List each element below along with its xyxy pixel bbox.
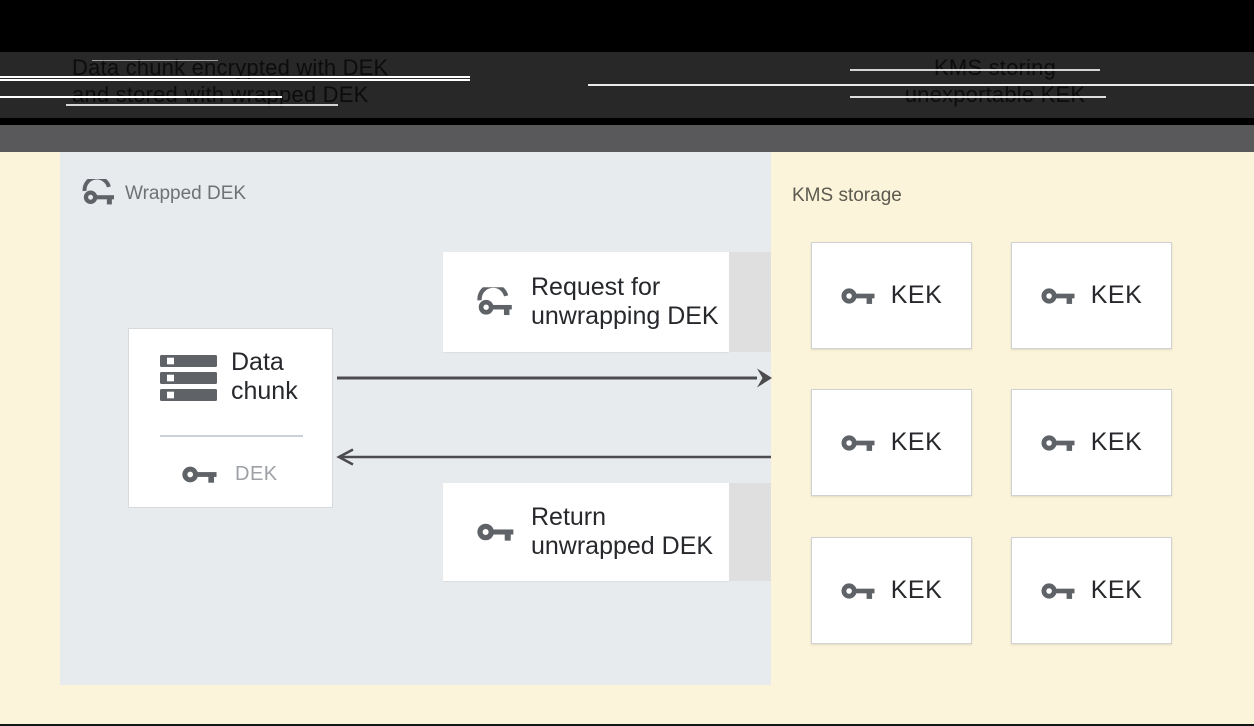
glitch-line [92, 60, 218, 61]
kek-box: KEK [1011, 389, 1172, 496]
return-unwrap-content: Return unwrapped DEK [477, 483, 713, 581]
dek-row: DEK [182, 463, 278, 486]
request-box-shade [729, 252, 771, 352]
key-icon [1041, 286, 1078, 306]
request-line1: Request for [531, 273, 661, 301]
kek-box: KEK [811, 242, 972, 349]
kms-storage-label: KMS storage [792, 185, 902, 206]
glitch-line [850, 96, 1106, 98]
data-chunk-title-line2: chunk [231, 377, 298, 405]
request-unwrap-box: Request for unwrapping DEK [443, 252, 729, 352]
kek-box: KEK [1011, 537, 1172, 644]
wrapped-key-icon [477, 287, 517, 317]
key-icon [841, 433, 878, 453]
glitch-line [0, 79, 470, 81]
kek-label: KEK [890, 576, 943, 604]
dek-label: DEK [235, 463, 278, 485]
request-line2: unwrapping DEK [531, 302, 719, 330]
wrapped-key-icon [82, 179, 119, 206]
key-icon [182, 464, 220, 485]
request-unwrap-text: Request for unwrapping DEK [531, 273, 719, 331]
key-icon [841, 581, 878, 601]
left-caption-line2: and stored with wrapped DEK [72, 82, 369, 107]
glitch-line [66, 104, 338, 106]
left-caption: Data chunk encrypted with DEK and stored… [72, 54, 388, 108]
data-chunk-icon [160, 355, 217, 401]
right-caption-line2: unexportable KEK [904, 82, 1086, 107]
caption-band: Data chunk encrypted with DEK and stored… [0, 52, 1254, 118]
glitch-line [0, 96, 282, 98]
kek-label: KEK [890, 428, 943, 456]
left-caption-line1: Data chunk encrypted with DEK [72, 55, 389, 80]
diagram-canvas: Wrapped DEK Data chunk DEK [0, 152, 1254, 726]
glitch-line [0, 76, 470, 78]
request-unwrap-content: Request for unwrapping DEK [477, 252, 719, 352]
kek-box: KEK [811, 537, 972, 644]
data-chunk-title: Data chunk [231, 348, 298, 406]
data-chunk-title-line1: Data [231, 348, 284, 376]
glitch-line [588, 84, 1254, 86]
right-caption-line1: KMS storing [933, 55, 1057, 80]
key-icon [1041, 581, 1078, 601]
key-icon [477, 521, 517, 543]
bottom-border [0, 724, 1254, 726]
return-unwrap-box: Return unwrapped DEK [443, 483, 729, 581]
return-line2: unwrapped DEK [531, 532, 714, 560]
kek-label: KEK [890, 281, 943, 309]
kek-box: KEK [811, 389, 972, 496]
kek-label: KEK [1090, 576, 1143, 604]
return-line1: Return [531, 503, 607, 531]
kek-label: KEK [1090, 428, 1143, 456]
return-unwrap-text: Return unwrapped DEK [531, 503, 713, 561]
kek-label: KEK [1090, 281, 1143, 309]
glitch-line [850, 69, 1100, 71]
data-chunk-box: Data chunk DEK [128, 328, 333, 508]
wrapped-dek-label: Wrapped DEK [125, 183, 247, 204]
key-icon [841, 286, 878, 306]
divider-band [0, 125, 1254, 152]
wrapped-dek-panel: Wrapped DEK Data chunk DEK [60, 152, 771, 685]
divider [160, 435, 303, 437]
key-icon [1041, 433, 1078, 453]
kek-box: KEK [1011, 242, 1172, 349]
return-box-shade [729, 483, 771, 581]
right-caption: KMS storing unexportable KEK [840, 54, 1150, 108]
